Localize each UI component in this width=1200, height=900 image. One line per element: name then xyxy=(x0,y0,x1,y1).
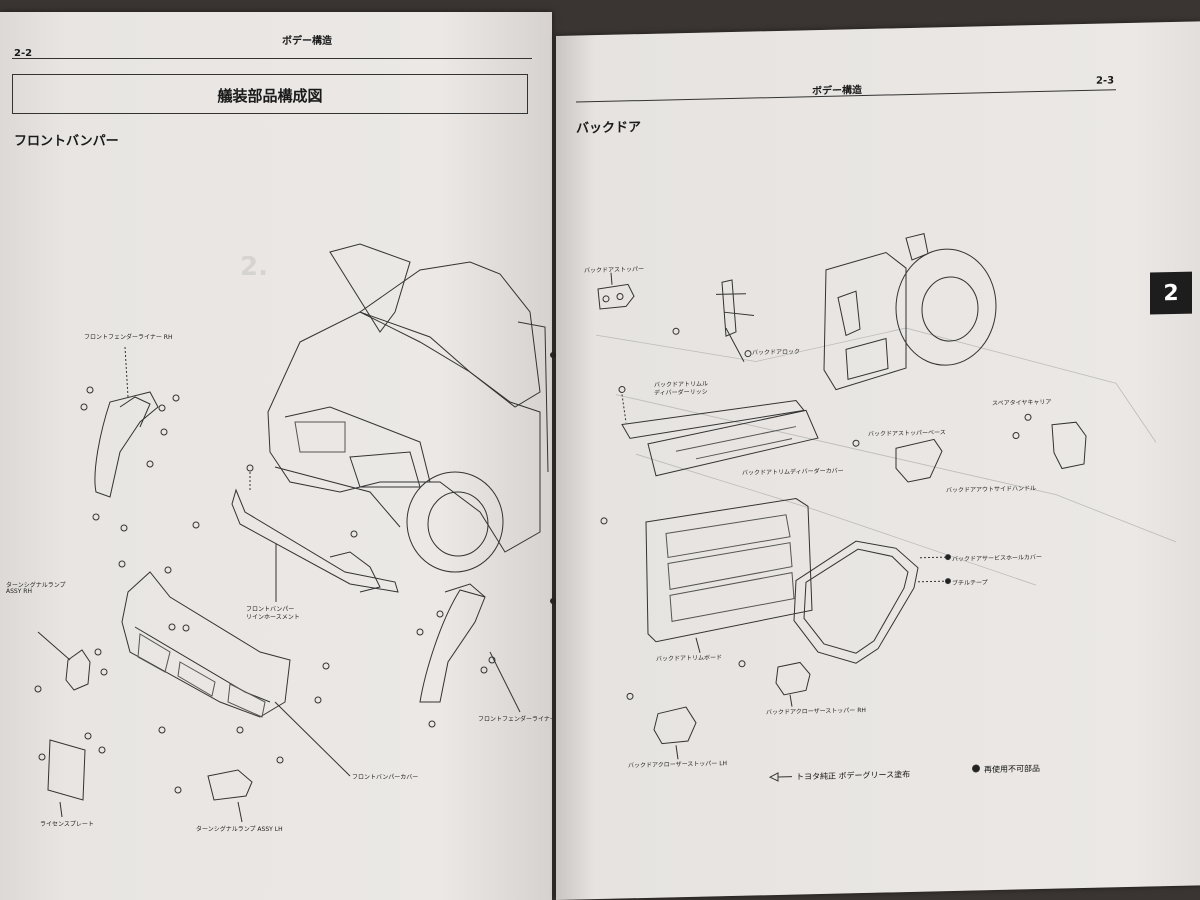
spare-tire-carrier-illustration xyxy=(823,233,997,391)
bleed-through-lines xyxy=(595,327,1177,586)
license-plate-illustration xyxy=(38,732,106,818)
label-bumper-cover: フロントバンパーカバー xyxy=(352,774,419,781)
fender-liner-lh-illustration xyxy=(416,583,521,728)
label-reinforcement-2: リインホースメント xyxy=(246,614,300,621)
label-turn-lamp-rh-1: ターンシグナルランプ xyxy=(6,582,66,589)
bumper-cover-illustration xyxy=(118,560,351,777)
label-reinforcement-1: フロントバンパー xyxy=(246,606,295,613)
page-number: 2-2 xyxy=(14,48,33,59)
label-back-door-lock: バックドアロック xyxy=(752,348,801,357)
bumper-reinforcement-illustration xyxy=(192,464,399,602)
back-door-exploded-diagram xyxy=(595,233,1177,782)
bleed-through-text: 2. xyxy=(240,252,268,282)
back-door-lock-illustration xyxy=(672,279,755,362)
car-body-illustration xyxy=(267,243,549,573)
closer-stopper-rh-illustration xyxy=(738,660,811,707)
turn-lamp-rh-illustration xyxy=(34,631,108,693)
stopper-base-illustration xyxy=(852,438,943,483)
non-reusable-marker xyxy=(945,554,951,561)
header-rule xyxy=(12,58,532,59)
front-bumper-exploded-diagram xyxy=(34,243,549,823)
label-license-plate: ライセンスプレート xyxy=(40,821,94,828)
label-trim-board: バックドアトリムボード xyxy=(656,654,723,663)
label-butyl-tape: ブチルテープ xyxy=(952,579,988,588)
back-door-trim-divider-cover-illustration xyxy=(647,409,819,477)
non-reusable-marker xyxy=(945,578,951,585)
butyl-tape-illustration xyxy=(793,540,946,664)
binding-hole xyxy=(550,352,556,358)
label-fender-liner-rh: フロントフェンダーライナー RH xyxy=(84,334,173,341)
back-door-handle-illustration xyxy=(1012,413,1087,470)
closer-stopper-lh-illustration xyxy=(626,692,697,760)
title-box: 艤装部品構成図 xyxy=(12,74,528,114)
back-door-trim-board-illustration xyxy=(600,498,813,653)
legend-non-reusable: 再使用不可部品 xyxy=(984,764,1040,775)
left-page: 2-2 ボデー構造 艤装部品構成図 フロントバンパー 2. xyxy=(0,12,552,900)
label-back-door-stopper: バックドアストッパー xyxy=(584,266,645,275)
label-trim-cushion-2: ディバーダーリッシ xyxy=(654,388,708,397)
label-stopper-base: バックドアストッパーベース xyxy=(868,429,946,438)
right-page: 2-3 ボデー構造 バックドア 2 xyxy=(556,21,1200,900)
running-header: ボデー構造 xyxy=(282,36,332,47)
page-title: 艤装部品構成図 xyxy=(217,87,323,105)
label-turn-lamp-rh-2: ASSY RH xyxy=(6,588,32,595)
legend-grease-icon xyxy=(768,772,792,782)
section-title: フロントバンパー xyxy=(14,134,119,149)
fender-liner-rh-illustration xyxy=(80,346,180,532)
binding-hole xyxy=(550,598,556,604)
label-tire-carrier: スペアタイヤキャリア xyxy=(992,398,1052,408)
legend-non-reusable-icon xyxy=(972,764,980,773)
label-turn-lamp-lh: ターンシグナルランプ ASSY LH xyxy=(196,826,283,833)
back-door-stopper-illustration xyxy=(597,272,635,310)
turn-lamp-lh-illustration xyxy=(174,756,284,823)
label-fender-liner-lh: フロントフェンダーライナー xyxy=(478,716,552,723)
